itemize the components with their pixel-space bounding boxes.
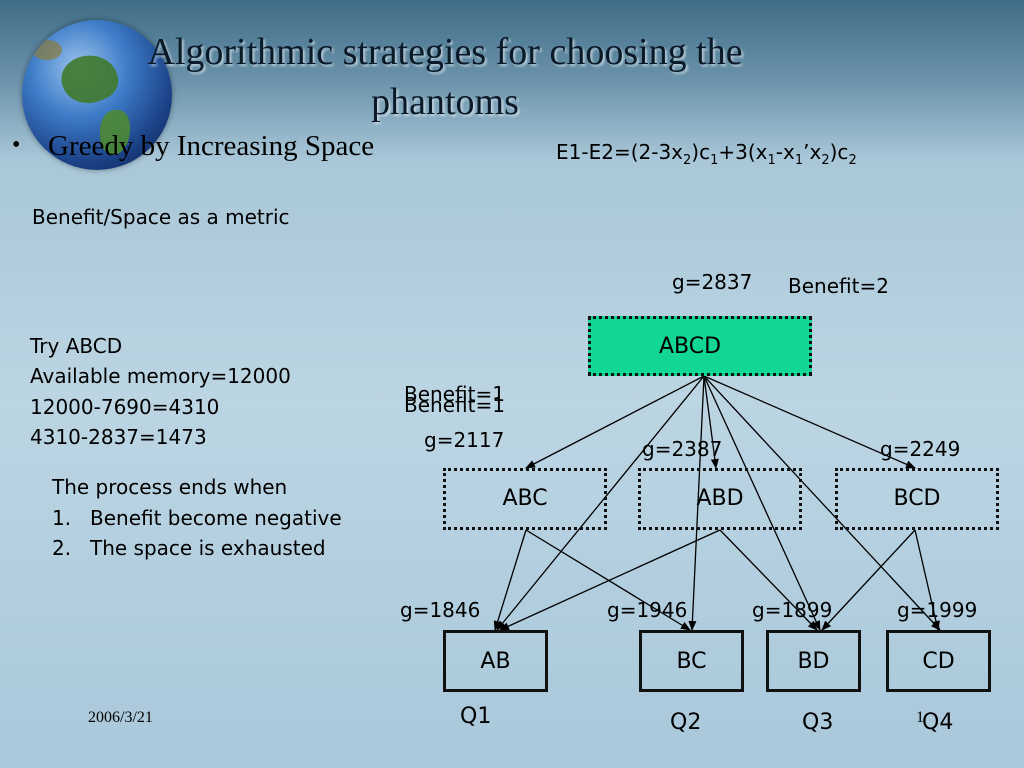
node-abcd-label: ABCD xyxy=(658,334,722,359)
g-cd: g=1999 xyxy=(897,598,978,622)
node-bc-label: BC xyxy=(676,649,707,674)
node-ab: AB xyxy=(443,630,548,692)
g-bcd: g=2249 xyxy=(880,437,961,461)
node-abc-label: ABC xyxy=(502,486,548,511)
query-q1: Q1 xyxy=(460,704,492,729)
query-q3: Q3 xyxy=(802,710,834,735)
edge-abcd-cd xyxy=(703,375,941,631)
node-bc: BC xyxy=(639,630,744,692)
g-bc: g=1946 xyxy=(607,598,688,622)
node-abd: ABD xyxy=(638,468,802,530)
edge-abcd-abc xyxy=(525,375,705,469)
calc-line: Available memory=12000 xyxy=(30,364,291,388)
metric-note: Benefit/Space as a metric xyxy=(32,205,290,229)
edge-abc-ab xyxy=(493,529,527,631)
edge-abcd-bc xyxy=(688,375,705,631)
g-bd: g=1899 xyxy=(752,598,833,622)
edge-bcd-bd xyxy=(821,529,916,631)
benefit-abc-overlap: Benefit=1 xyxy=(404,393,505,417)
calc-line: Try ABCD xyxy=(30,334,123,358)
node-cd-label: CD xyxy=(922,649,955,674)
node-ab-label: AB xyxy=(480,649,511,674)
node-bcd-label: BCD xyxy=(893,486,941,511)
process-item: Benefit become negative xyxy=(90,506,342,530)
edge-abc-bc xyxy=(525,529,691,631)
edge-abcd-ab xyxy=(496,375,705,631)
query-q2: Q2 xyxy=(670,710,702,735)
node-bd-label: BD xyxy=(797,649,830,674)
node-abc: ABC xyxy=(443,468,607,530)
g-abc: g=2117 xyxy=(424,428,505,452)
benefit-abcd: Benefit=2 xyxy=(788,274,889,298)
g-abd: g=2387 xyxy=(642,437,723,461)
calc-line: 4310-2837=1473 xyxy=(30,425,207,449)
bullet-greedy: Greedy by Increasing Space xyxy=(48,130,375,162)
footer-date: 2006/3/21 xyxy=(88,709,153,726)
process-item-num: 2. xyxy=(52,536,72,560)
g-ab: g=1846 xyxy=(400,598,481,622)
edge-abd-ab xyxy=(499,529,721,631)
benefit-abc: Benefit=1 xyxy=(404,382,505,406)
node-cd: CD xyxy=(886,630,991,692)
node-abcd: ABCD xyxy=(588,316,812,376)
query-q4: Q4 xyxy=(922,710,954,735)
process-item-num: 1. xyxy=(52,506,72,530)
node-bd: BD xyxy=(766,630,861,692)
bullet-marker: • xyxy=(12,132,21,158)
globe-icon xyxy=(22,20,172,170)
node-bcd: BCD xyxy=(835,468,999,530)
page-number: 1 xyxy=(916,709,924,726)
calc-line: 12000-7690=4310 xyxy=(30,395,220,419)
benefit-formula: E1-E2=(2-3x2)c1+3(x1-x1’x2)c2 xyxy=(556,140,857,168)
g-abcd: g=2837 xyxy=(672,270,753,294)
slide-title: Algorithmic strategies for choosing the … xyxy=(147,31,743,123)
node-abd-label: ABD xyxy=(696,486,744,511)
edge-abd-bd xyxy=(719,529,818,631)
edge-bcd-cd xyxy=(914,529,940,631)
edge-abcd-bcd xyxy=(703,375,916,469)
process-item: The space is exhausted xyxy=(90,536,326,560)
edge-abcd-abd xyxy=(703,375,719,469)
edge-abcd-bd xyxy=(703,375,821,631)
process-intro: The process ends when xyxy=(52,475,288,499)
